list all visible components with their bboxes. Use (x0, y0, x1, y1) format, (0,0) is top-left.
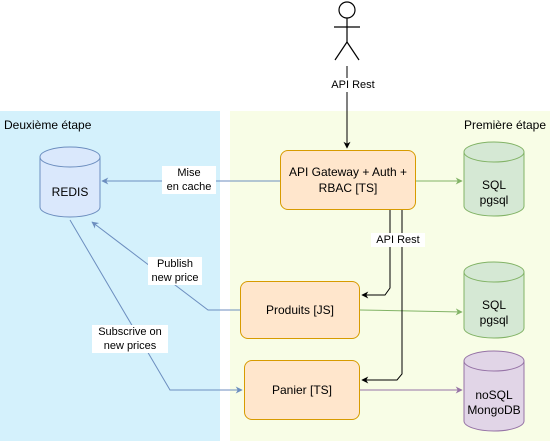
nosql-cylinder (463, 350, 525, 432)
node-produits: Produits [JS] (240, 281, 360, 339)
sql-cylinder-2 (463, 261, 525, 339)
node-panier: Panier [TS] (244, 360, 360, 420)
edge-label-api-rest-actor: API Rest (323, 78, 383, 92)
edge-redis-panier (69, 219, 243, 394)
redis-cylinder (39, 146, 101, 218)
node-redis-label: REDIS (51, 185, 89, 199)
edge-gateway-panier (361, 210, 403, 384)
node-produits-label: Produits [JS] (265, 303, 335, 317)
node-panier-label: Panier [TS] (271, 383, 333, 397)
edge-label-api-rest-services: API Rest (371, 233, 425, 247)
edge-gateway-produits (361, 210, 391, 299)
edge-produits-redis (91, 221, 240, 311)
node-api-gateway: API Gateway + Auth + RBAC [TS] (280, 150, 416, 210)
sql-cylinder-1 (463, 141, 525, 217)
region-title-deuxieme-etape: Deuxième étape (4, 118, 92, 132)
region-title-premiere-etape: Première étape (463, 118, 546, 132)
edge-produits-sql2 (359, 308, 463, 316)
node-api-gateway-label: API Gateway + Auth + RBAC [TS] (288, 165, 408, 195)
actor-user-icon (334, 1, 360, 61)
